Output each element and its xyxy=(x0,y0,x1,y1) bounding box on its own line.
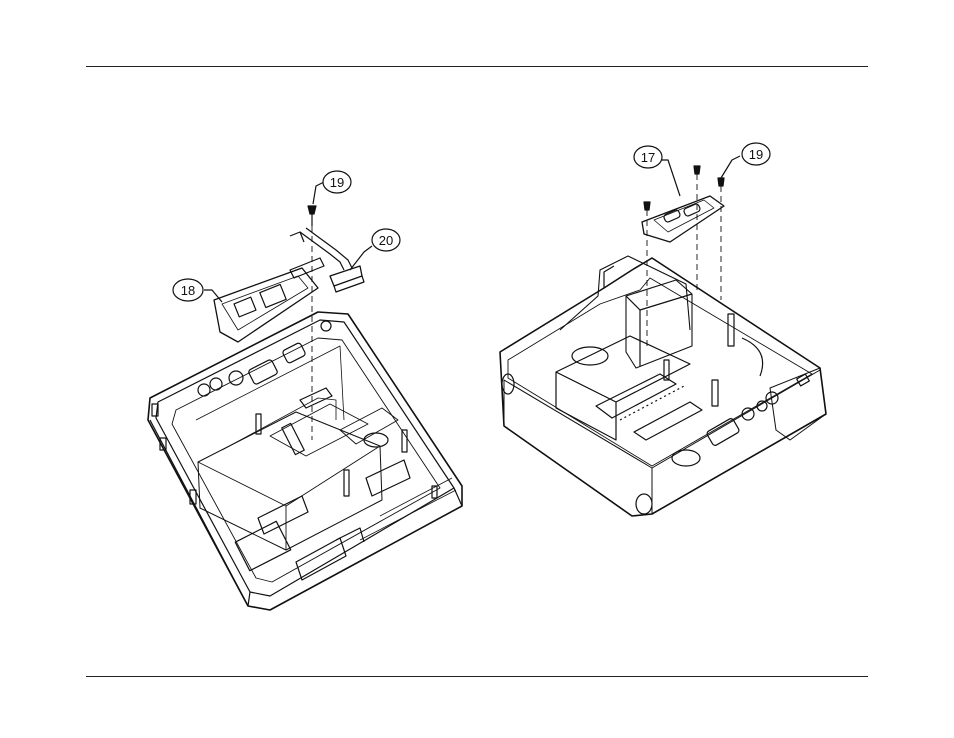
leader-19-right xyxy=(721,156,740,178)
callout-19-left: 19 xyxy=(323,171,351,193)
callout-label-20: 20 xyxy=(379,233,393,248)
callout-17: 17 xyxy=(634,146,662,168)
left-assembly xyxy=(148,182,462,610)
callout-label-19-left: 19 xyxy=(330,175,344,190)
left-ribbon-cable-20 xyxy=(290,228,364,292)
leader-18 xyxy=(204,290,222,302)
leader-17 xyxy=(660,160,680,196)
left-enclosure xyxy=(148,312,462,610)
right-screws-19 xyxy=(644,166,724,210)
leader-19-left xyxy=(313,182,324,204)
callout-20: 20 xyxy=(372,229,400,251)
right-enclosure xyxy=(500,256,826,516)
left-screw-19 xyxy=(308,206,316,226)
callout-19-right: 19 xyxy=(742,143,770,165)
callout-label-18: 18 xyxy=(181,283,195,298)
right-assembly xyxy=(500,156,826,516)
left-mounting-plate-18 xyxy=(214,258,324,342)
callout-label-17: 17 xyxy=(641,150,655,165)
callout-label-19-right: 19 xyxy=(749,147,763,162)
right-cover-plate-17 xyxy=(642,196,724,242)
leader-20 xyxy=(350,246,372,270)
callout-18: 18 xyxy=(173,279,203,301)
